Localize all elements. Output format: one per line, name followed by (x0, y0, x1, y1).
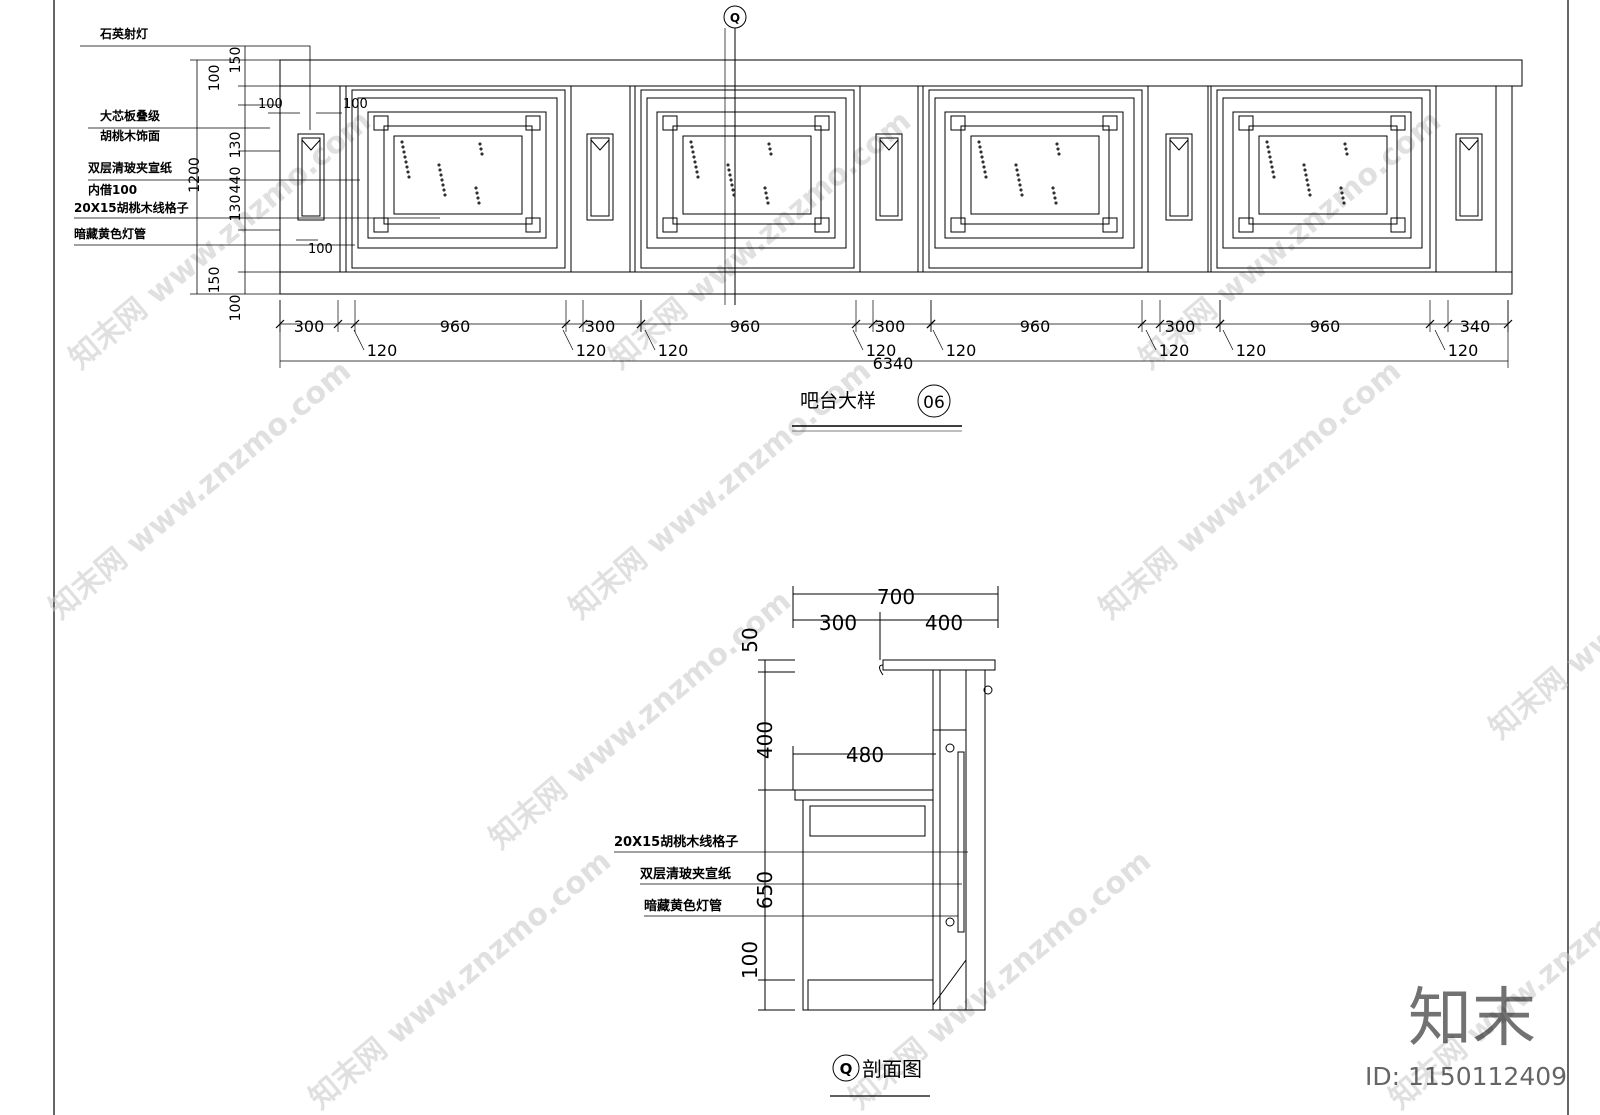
elevation-title: 吧台大样 (800, 390, 876, 412)
svg-text:400: 400 (753, 721, 777, 759)
svg-text:Q: Q (730, 11, 740, 25)
dim-label-bottom: 120 (1236, 341, 1267, 360)
dim-label-top: 300 (1165, 317, 1196, 336)
elevation-title-block: 吧台大样 06 (792, 384, 962, 432)
svg-text:130: 130 (228, 132, 244, 159)
note-blockboard: 大芯板叠级 (100, 108, 160, 123)
section-marker-q: Q (723, 5, 747, 305)
section-note-lattice: 20X15胡桃木线格子 (614, 834, 738, 850)
svg-text:100: 100 (207, 65, 223, 92)
light-niche (1165, 133, 1193, 221)
note-quartz-spotlight: 石英射灯 (99, 26, 148, 41)
section-note-glass: 双层清玻夹宣纸 (640, 866, 731, 882)
elevation-bottom-dimensions: 300 960 300 960 300 960 300 960 340 120 120 120 120 1… (275, 300, 1513, 373)
bar-counter-section (758, 586, 999, 1011)
svg-text:100: 100 (308, 242, 333, 257)
svg-text:100: 100 (738, 941, 762, 979)
note-walnut-veneer: 胡桃木饰面 (100, 128, 160, 143)
elevation-left-dimensions: 150 100 130 440 1200 130 150 100 (187, 46, 280, 321)
section-title: 剖面图 (862, 1057, 922, 1081)
svg-text:700: 700 (877, 585, 915, 609)
watermark-text: 知末网 www.znzmo.com (483, 584, 798, 857)
dim-label-bottom: 120 (658, 341, 689, 360)
elevation-notes: 石英射灯 大芯板叠级 胡桃木饰面 双层清玻夹宣纸 内借100 20X15胡桃木线… (74, 26, 440, 246)
dim-label-top: 960 (440, 317, 471, 336)
svg-text:100: 100 (258, 97, 283, 112)
watermark-text: 知末网 www.znzmo.com (1093, 354, 1408, 627)
svg-text:480: 480 (846, 743, 884, 767)
watermark-text: 知末网 www.znzmo.com (43, 354, 358, 627)
svg-text:1200: 1200 (187, 157, 203, 193)
section-notes: 20X15胡桃木线格子 双层清玻夹宣纸 暗藏黄色灯管 (614, 834, 968, 917)
lattice-panel (922, 86, 1149, 272)
dim-label-top: 300 (294, 317, 325, 336)
dim-label-bottom: 120 (576, 341, 607, 360)
svg-text:400: 400 (925, 611, 963, 635)
brand-watermark: 知末 ID: 1150112409 (1365, 982, 1567, 1091)
dim-label-bottom: 120 (367, 341, 398, 360)
note-inner-100: 内借100 (88, 182, 137, 197)
dim-label-top: 340 (1460, 317, 1491, 336)
dim-label-bottom: 120 (866, 341, 897, 360)
dim-label-bottom: 120 (1448, 341, 1479, 360)
watermark-text: 知末网 www.znzmo.com (603, 104, 918, 377)
dim-label-bottom: 120 (1159, 341, 1190, 360)
watermark-text: 知末网 www.znzmo.com (1483, 474, 1600, 747)
svg-text:300: 300 (819, 611, 857, 635)
light-niche (586, 133, 614, 221)
brand-logo: 知末 (1408, 982, 1536, 1056)
bar-counter-elevation (279, 59, 1523, 295)
elevation-number: 06 (923, 393, 945, 413)
svg-text:Q: Q (840, 1060, 853, 1078)
dim-label-top: 960 (1020, 317, 1051, 336)
svg-text:150: 150 (207, 267, 223, 294)
svg-text:150: 150 (228, 47, 244, 74)
section-note-light: 暗藏黄色灯管 (644, 898, 722, 914)
light-niche (1455, 133, 1483, 221)
dim-label-top: 300 (875, 317, 906, 336)
light-niche (875, 133, 903, 221)
svg-text:100: 100 (228, 295, 244, 322)
dim-label-total: 6340 (873, 354, 914, 373)
light-niche (297, 133, 325, 221)
svg-text:130: 130 (228, 195, 244, 222)
lattice-panel (634, 86, 861, 272)
lattice-panel (1210, 86, 1437, 272)
note-hidden-light: 暗藏黄色灯管 (74, 226, 146, 241)
section-dimension-labels: 700 300 400 480 50 400 650 100 (738, 585, 963, 979)
svg-text:440: 440 (228, 167, 244, 194)
lattice-panel (345, 86, 572, 272)
watermark-text: 知末网 www.znzmo.com (303, 844, 618, 1115)
image-id: ID: 1150112409 (1365, 1062, 1567, 1091)
dim-label-top: 960 (1310, 317, 1341, 336)
dim-label-bottom: 120 (946, 341, 977, 360)
svg-text:50: 50 (738, 627, 762, 652)
elevation-detail-dimensions: 100 100 100 (258, 97, 368, 257)
dim-label-top: 300 (585, 317, 616, 336)
dim-label-top: 960 (730, 317, 761, 336)
svg-text:100: 100 (343, 97, 368, 112)
svg-text:650: 650 (753, 871, 777, 909)
note-walnut-lattice: 20X15胡桃木线格子 (74, 200, 189, 215)
note-double-glass: 双层清玻夹宣纸 (88, 160, 172, 175)
section-title-block: Q 剖面图 (830, 1054, 930, 1097)
